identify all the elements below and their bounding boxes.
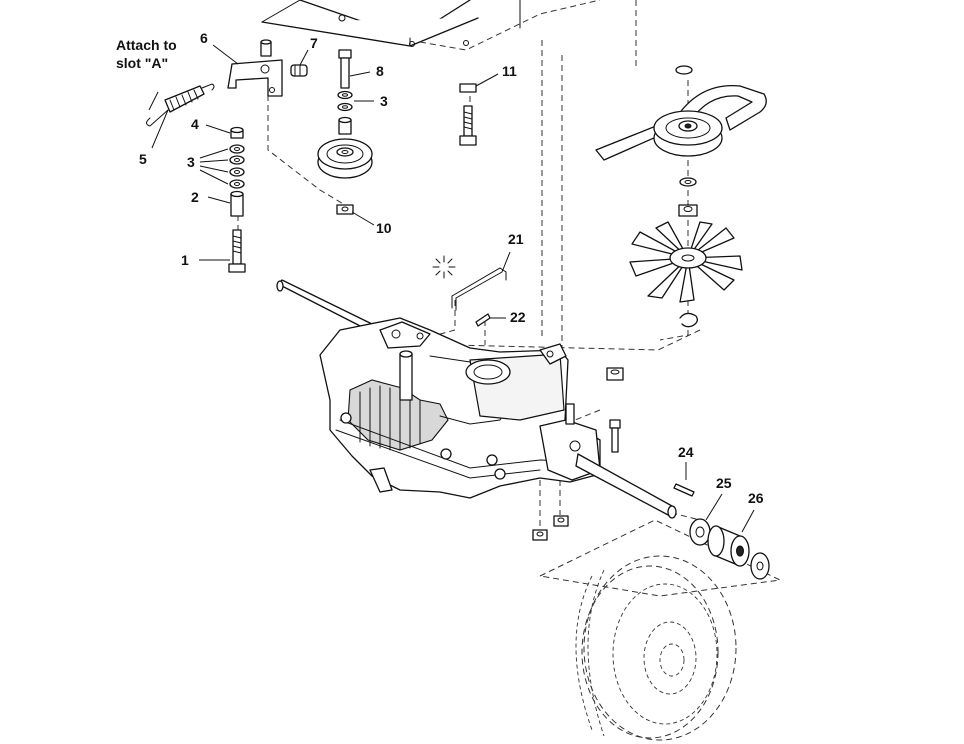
note-line-1: Attach to bbox=[116, 37, 177, 53]
callout-8: 8 bbox=[376, 63, 384, 79]
bolt-1 bbox=[228, 229, 246, 273]
spacer-26 bbox=[707, 525, 750, 567]
washers-3-left bbox=[229, 144, 245, 189]
nut-right bbox=[678, 204, 698, 217]
end-washer bbox=[750, 552, 770, 580]
leader-lines bbox=[148, 44, 755, 533]
rod-21 bbox=[451, 267, 507, 311]
callout-3-left: 3 bbox=[187, 154, 195, 170]
pin-22 bbox=[475, 313, 491, 327]
note-line-2: slot "A" bbox=[116, 55, 168, 71]
input-pulley bbox=[653, 110, 723, 157]
nut-4 bbox=[230, 126, 244, 139]
rear-wheel bbox=[575, 555, 737, 741]
callout-22: 22 bbox=[510, 309, 526, 325]
callout-21: 21 bbox=[508, 231, 524, 247]
callout-3-center: 3 bbox=[380, 93, 388, 109]
note-attach-slot: Attach to slot "A" bbox=[116, 37, 177, 71]
bolt-transaxle-right bbox=[609, 419, 621, 453]
transaxle-assembly bbox=[276, 279, 677, 519]
bolt-8 bbox=[338, 49, 352, 89]
cooling-fan bbox=[629, 221, 743, 303]
bolt-11 bbox=[459, 83, 477, 146]
callout-5: 5 bbox=[139, 151, 147, 167]
spacer-top bbox=[260, 39, 272, 57]
callout-labels: 1 2 3 3 4 5 6 7 8 10 11 21 22 24 25 26 bbox=[139, 30, 764, 506]
sparkle-mark bbox=[432, 255, 456, 279]
callout-2: 2 bbox=[191, 189, 199, 205]
key-24 bbox=[673, 483, 695, 497]
washer-right bbox=[679, 177, 697, 187]
callout-26: 26 bbox=[748, 490, 764, 506]
bracket-6 bbox=[227, 59, 283, 97]
callout-11: 11 bbox=[502, 63, 517, 79]
washers-3-center bbox=[337, 90, 353, 112]
assembly-lines bbox=[237, 0, 782, 597]
nut-7 bbox=[290, 64, 308, 77]
nut-10 bbox=[336, 204, 354, 215]
bushing bbox=[338, 116, 352, 135]
callout-10: 10 bbox=[376, 220, 392, 236]
snap-ring bbox=[679, 312, 698, 328]
callout-7: 7 bbox=[310, 35, 318, 51]
spring-5 bbox=[146, 83, 215, 127]
washer-25 bbox=[689, 518, 711, 546]
callout-25: 25 bbox=[716, 475, 732, 491]
idler-pulley bbox=[317, 138, 373, 179]
callout-6: 6 bbox=[200, 30, 208, 46]
callout-4: 4 bbox=[191, 116, 199, 132]
spacer-2 bbox=[230, 190, 244, 217]
chassis-frame bbox=[261, 0, 601, 51]
nuts-bottom bbox=[532, 515, 569, 541]
nut-transaxle-right bbox=[606, 367, 624, 381]
callout-1: 1 bbox=[181, 252, 189, 268]
callout-24: 24 bbox=[678, 444, 694, 460]
